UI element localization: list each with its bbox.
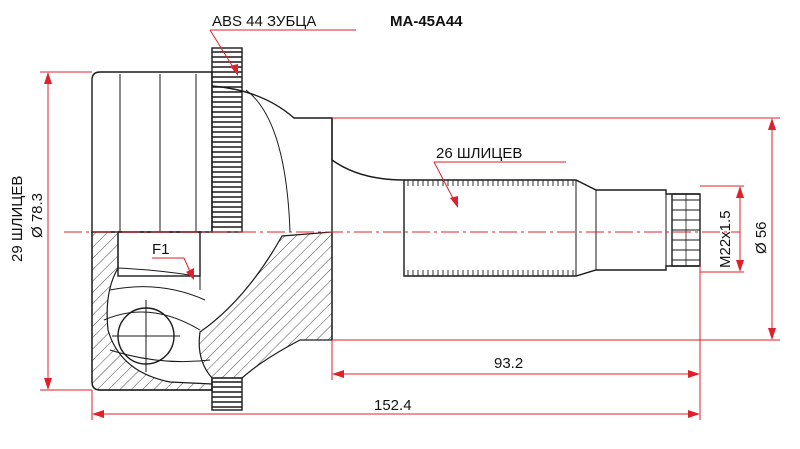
threaded-end [671, 193, 701, 267]
housing-upper [91, 71, 405, 233]
hub-splines-label: 29 ШЛИЦЕВ [9, 176, 26, 262]
part-number: MA-45A44 [390, 13, 463, 30]
shaft-splines-label: 26 ШЛИЦЕВ [436, 145, 522, 162]
thread-label: M22x1.5 [717, 210, 734, 268]
shaft [331, 118, 700, 340]
abs-ring-teeth [212, 51, 242, 228]
abs-ring-teeth-lower [212, 381, 242, 408]
ball [112, 300, 180, 372]
total-length-label: 152.4 [374, 397, 412, 414]
outer-diameter-label: Ø 78.3 [29, 193, 46, 238]
housing-section [91, 231, 333, 391]
shaft-length-label: 93.2 [494, 355, 523, 372]
abs-ring [211, 47, 243, 411]
dimensions [40, 29, 780, 420]
abs-teeth-label: ABS 44 ЗУБЦА [212, 13, 316, 30]
seal-diameter-label: Ø 56 [753, 221, 770, 254]
f1-label: F1 [152, 241, 170, 258]
